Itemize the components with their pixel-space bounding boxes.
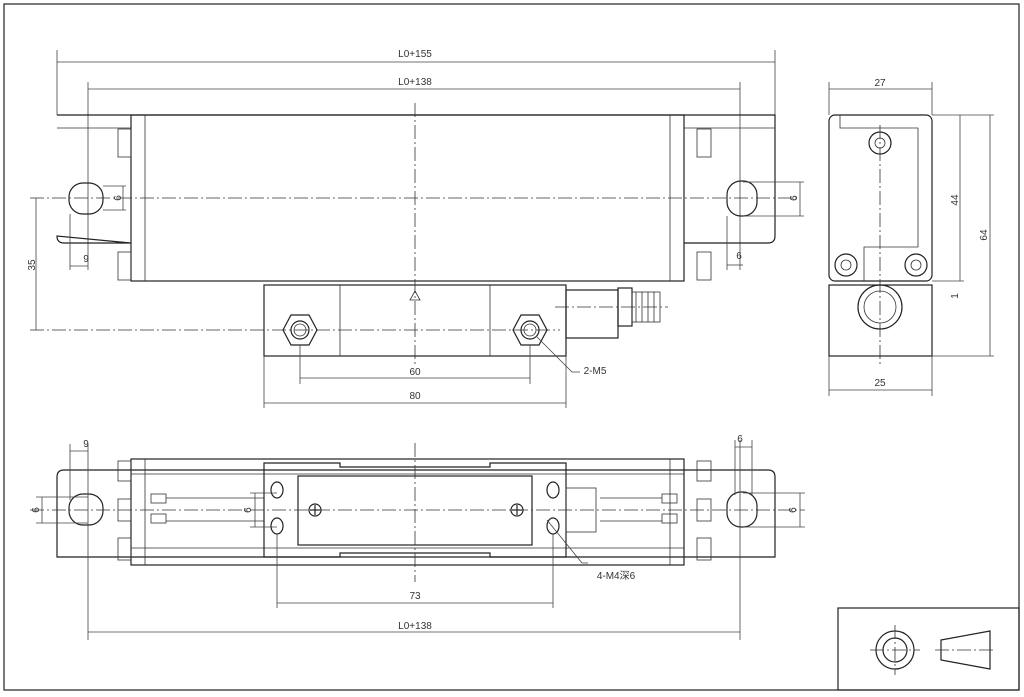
- dim-head-length: 80: [409, 391, 421, 402]
- cable-housing: [565, 289, 619, 339]
- bottom-slot-right: [726, 491, 758, 528]
- dim-slot-offset-right: 6: [736, 251, 742, 262]
- dim-head-hole-vertical: 9: [241, 507, 252, 513]
- side-bracket: [828, 114, 933, 282]
- drawing-border: [3, 3, 1020, 691]
- dim-bottom-slot-offset-left: 9: [83, 439, 89, 450]
- projection-symbol: [837, 607, 1020, 691]
- dim-height-35: 35: [27, 259, 38, 271]
- bottom-scale-body: [130, 458, 685, 566]
- hex-nut-right: [512, 314, 548, 346]
- bottom-slot-left: [68, 493, 104, 526]
- dim-scale-height: 44: [950, 194, 961, 206]
- bottom-view: 9 6 9 6 9 4-M4深6 73 L0+138: [30, 434, 805, 640]
- side-view: 27 44 64 1 25: [828, 78, 994, 396]
- dim-slot-height-left: 6: [113, 195, 124, 201]
- callout-4-m4: 4-M4深6: [597, 570, 636, 582]
- dim-overall-length-label: L0+155: [398, 49, 432, 60]
- dim-slot-offset-left: 9: [83, 254, 89, 265]
- bottom-reading-head: [263, 462, 567, 558]
- dim-side-width: 27: [874, 78, 886, 89]
- dim-slot-height-right: 9: [787, 195, 798, 201]
- dim-bottom-head-hole-spacing: 73: [409, 591, 421, 602]
- dim-total-height: 64: [979, 229, 990, 241]
- front-view: L0+155 L0+138 6 9 35 9 6: [27, 49, 804, 408]
- dim-bottom-slot-height-right: 9: [786, 507, 797, 513]
- hex-nut-left: [282, 314, 318, 346]
- bottom-bracket: [56, 469, 776, 558]
- callout-2-m5: 2-M5: [584, 366, 607, 377]
- mounting-slot-right: [726, 180, 758, 217]
- dim-bottom-slot-height-left: 6: [31, 507, 42, 513]
- dim-head-hole-spacing: 60: [409, 367, 421, 378]
- mounting-bracket: [56, 114, 776, 244]
- dim-gap: 1: [950, 293, 961, 299]
- dim-head-width: 25: [874, 378, 886, 389]
- side-head-block: [828, 284, 933, 357]
- dim-bottom-mount-length: L0+138: [398, 621, 432, 632]
- dim-mount-length-label: L0+138: [398, 77, 432, 88]
- mounting-slot-left: [68, 182, 104, 215]
- reference-mark-icon: [409, 290, 421, 301]
- dim-bottom-slot-offset-right: 6: [737, 434, 743, 445]
